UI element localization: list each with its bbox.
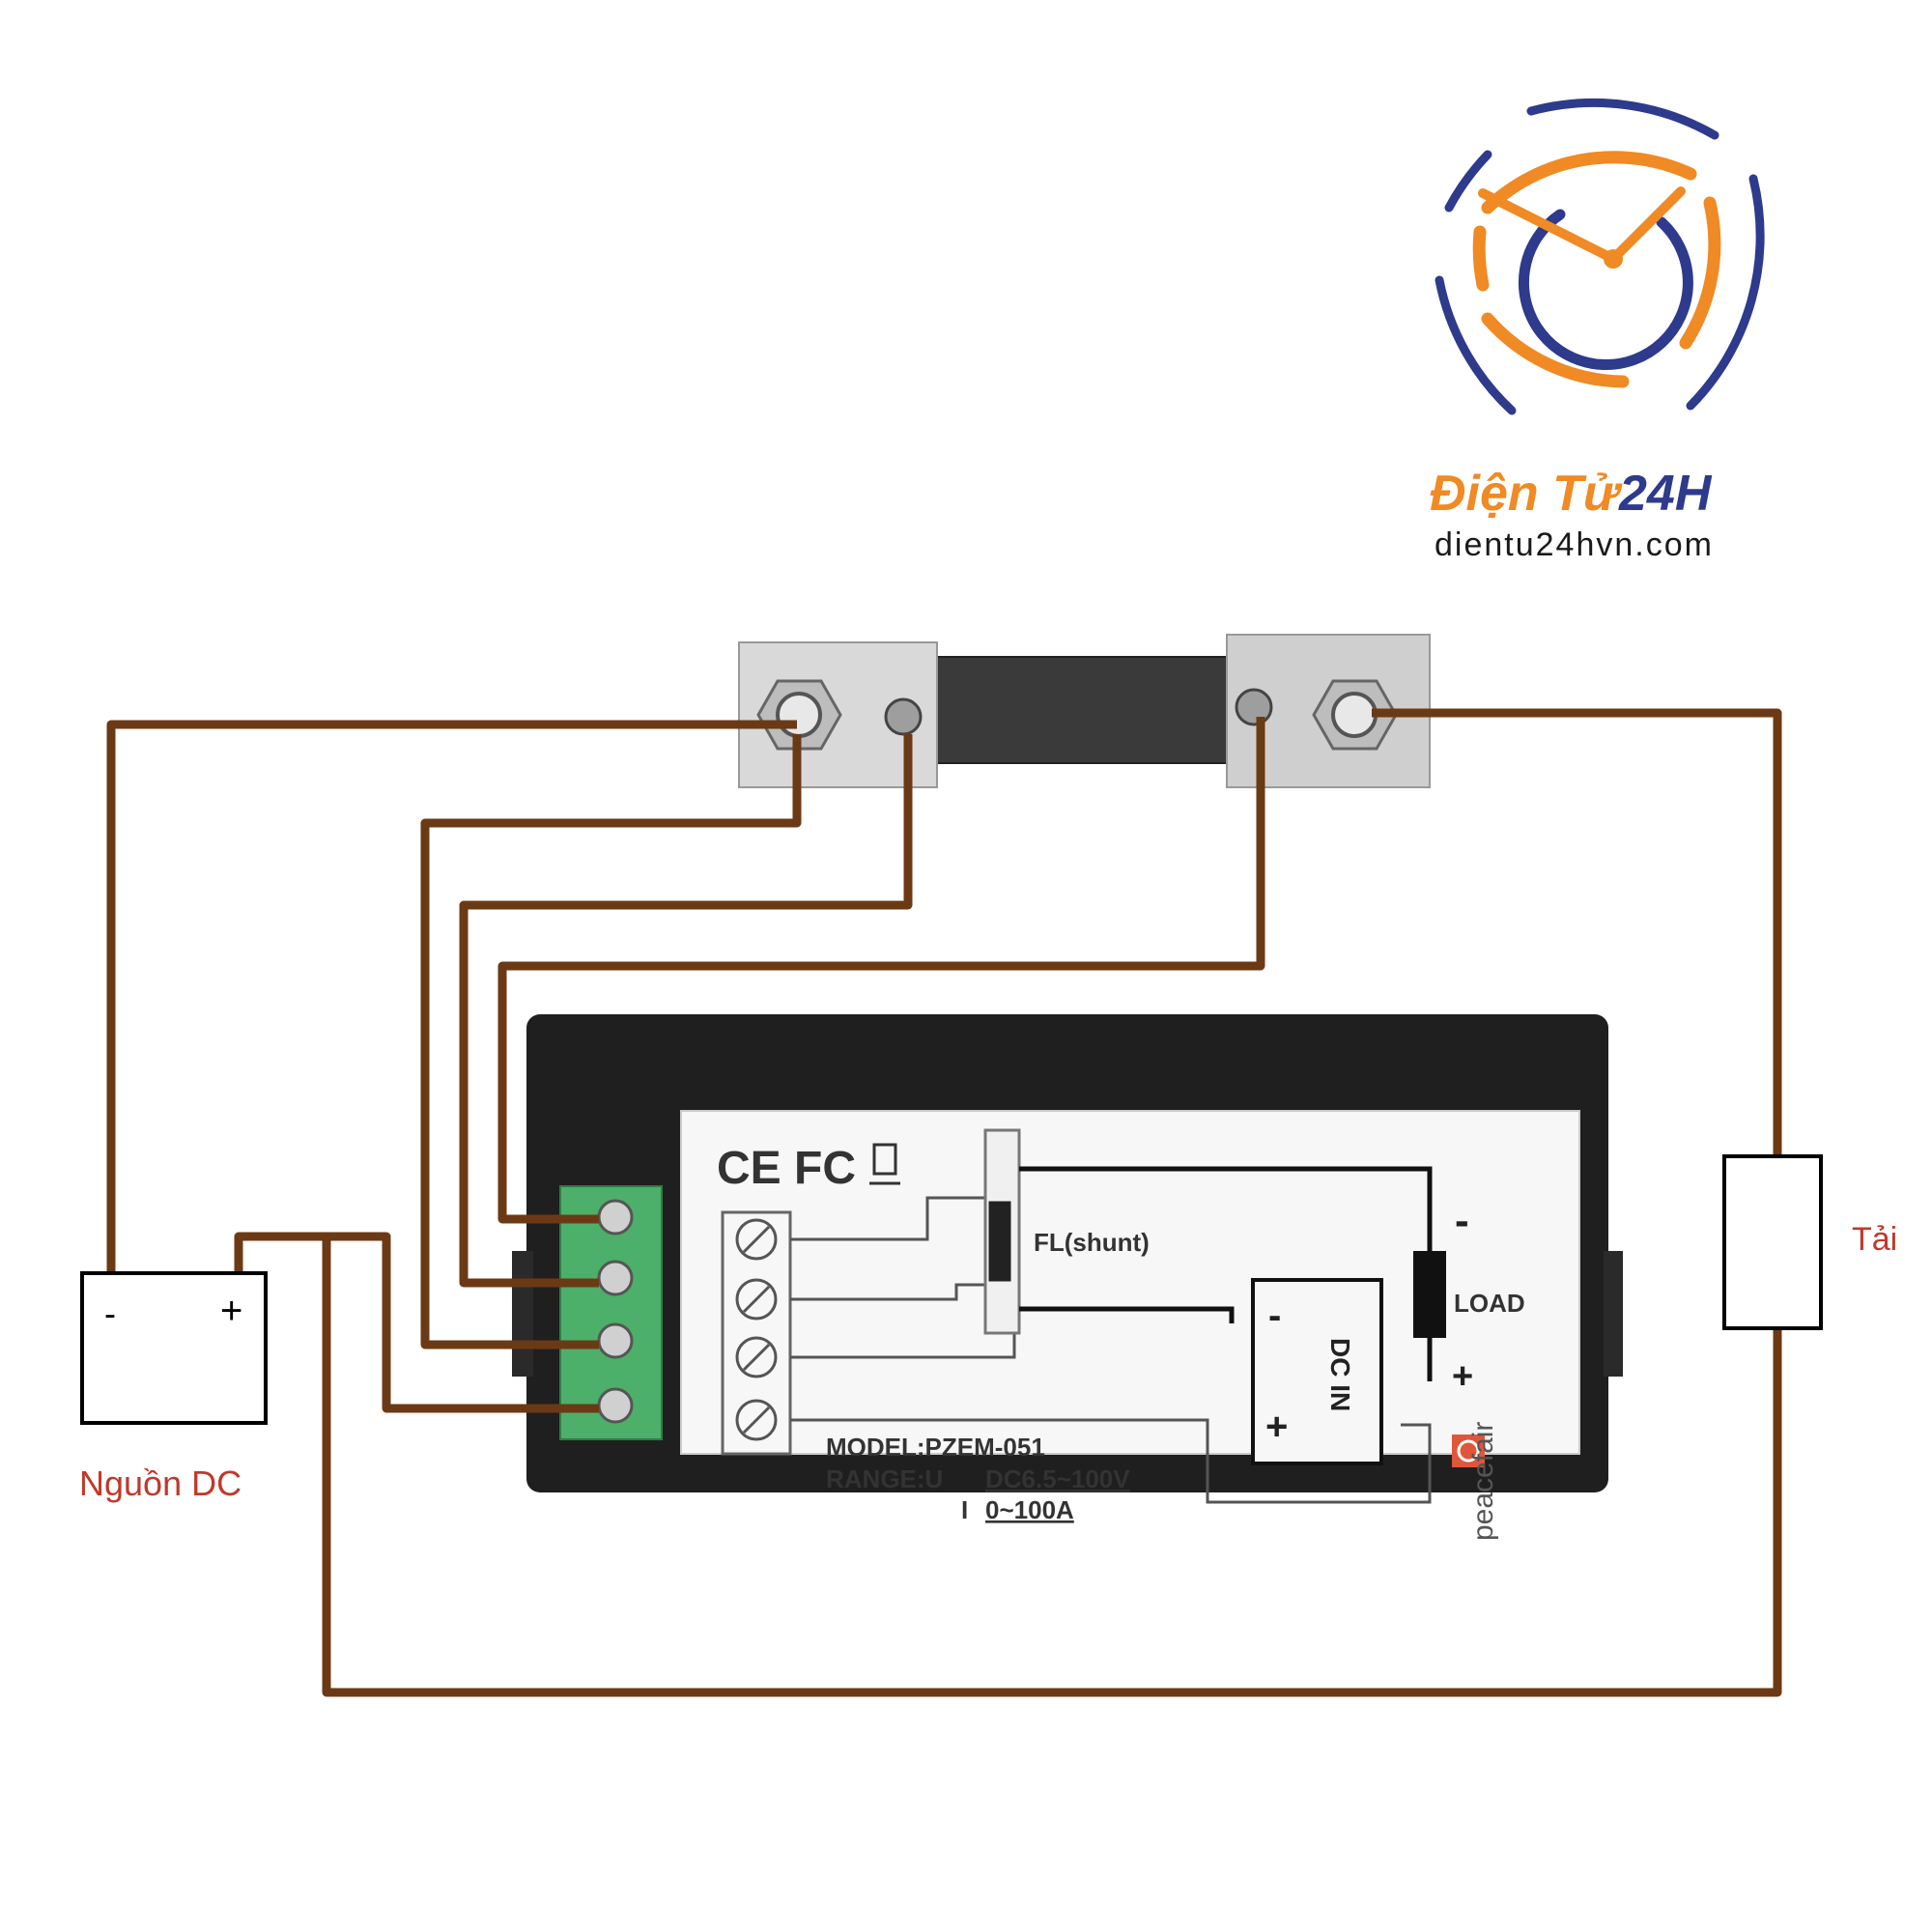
- dc-source-battery: - +: [80, 1271, 268, 1425]
- fl-shunt-label: FL(shunt): [1034, 1228, 1150, 1257]
- dc-in-minus-label: -: [1268, 1294, 1281, 1337]
- dc-in-box: [1251, 1278, 1383, 1465]
- meter-left-clip: [512, 1251, 533, 1377]
- meter-module: CE FC FL(shunt) LOAD - +: [512, 1014, 1623, 1541]
- wire-battery-plus-to-load: [322, 1236, 1782, 1697]
- brand-website: dientu24hvn.com: [1435, 526, 1714, 563]
- terminal-screw-3: [597, 1322, 634, 1359]
- load-resistor-symbol: [1413, 1251, 1446, 1338]
- battery-box: [80, 1271, 268, 1425]
- range-line-prefix: RANGE:U: [826, 1464, 943, 1493]
- brand-logo: Điện Tử24H dientu24hvn.com: [1430, 98, 1765, 563]
- label-schematic: [721, 1128, 1432, 1504]
- weee-icon: [869, 1143, 900, 1185]
- wire-battery-plus-to-terminal-4: [234, 1232, 599, 1413]
- wire-shunt-screw-to-terminal-2: [459, 734, 913, 1288]
- terminal-screw-1: [597, 1199, 634, 1236]
- range-voltage: DC6.5~100V: [985, 1464, 1130, 1493]
- range-current-prefix: I: [961, 1495, 968, 1524]
- certification-marks: CE FC: [717, 1143, 856, 1194]
- load-resistor: [1722, 1154, 1823, 1330]
- peacefair-brand: peacefair: [1467, 1422, 1499, 1541]
- dc-in-label: DC IN: [1325, 1338, 1355, 1411]
- shunt-body: [936, 656, 1247, 764]
- load-text-label: Tải: [1852, 1221, 1897, 1258]
- wire-shunt-bolt-to-terminal-3: [420, 734, 802, 1350]
- shunt-left-screw: [884, 697, 923, 736]
- terminal-screw-2: [597, 1260, 634, 1296]
- load-label: LOAD: [1454, 1289, 1525, 1318]
- meter-right-clip: [1604, 1251, 1623, 1377]
- load-minus-label: -: [1455, 1197, 1469, 1244]
- battery-minus-label: -: [104, 1293, 116, 1333]
- load-plus-label: +: [1452, 1356, 1473, 1397]
- wire-battery-minus-to-shunt: [106, 720, 797, 1273]
- clock-icon: [1435, 98, 1765, 415]
- wire-shunt-right-to-terminal-1: [497, 717, 1265, 1224]
- dc-source-label: Nguồn DC: [79, 1463, 242, 1503]
- model-line: MODEL:PZEM-051: [826, 1433, 1045, 1462]
- range-current: 0~100A: [985, 1495, 1074, 1524]
- battery-plus-label: +: [220, 1290, 242, 1332]
- shunt-right-screw: [1235, 688, 1273, 726]
- wire-shunt-to-load: [1372, 708, 1782, 1156]
- peacefair-logo: peacefair: [1452, 1422, 1499, 1541]
- shunt-resistor: [738, 634, 1431, 788]
- wires: [106, 708, 1782, 1697]
- brand-name: Điện Tử24H: [1430, 466, 1713, 522]
- terminal-screw-4: [597, 1387, 634, 1424]
- dc-in-plus-label: +: [1265, 1406, 1288, 1448]
- shunt-left-bolt: [776, 692, 822, 738]
- shunt-right-bolt: [1331, 692, 1378, 738]
